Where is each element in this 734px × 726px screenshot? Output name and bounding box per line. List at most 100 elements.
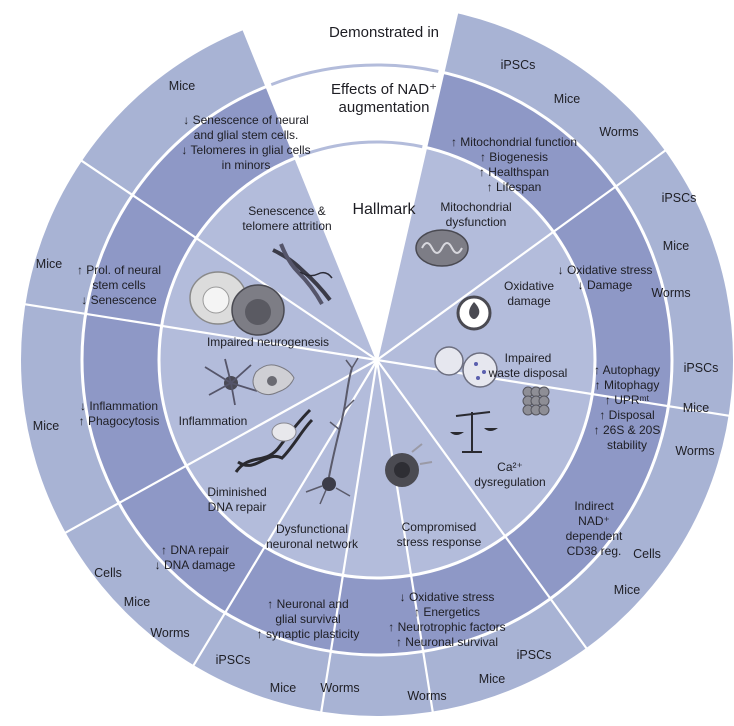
model-label: iPSCs (517, 648, 552, 662)
effect-label: ↑ Neurotrophic factors (388, 620, 505, 634)
sector-divider-line (21, 302, 378, 362)
effect-label: dependent (566, 529, 623, 543)
effect-label: glial survival (275, 612, 340, 626)
model-label: Worms (407, 689, 446, 703)
balance-scale-icon (450, 411, 498, 453)
effect-label: ↓ Inflammation (80, 399, 158, 413)
effect-label: ↑ Neuronal and (267, 597, 348, 611)
effect-label: CD38 reg. (567, 544, 622, 558)
effect-label: ↑ Phagocytosis (79, 414, 160, 428)
effect-label: ↑ DNA repair (161, 543, 229, 557)
sector-divider-line (190, 359, 378, 670)
lysosome-icon (434, 346, 498, 388)
model-label: iPSCs (662, 191, 697, 205)
effect-label: ↓ DNA damage (155, 558, 236, 572)
hallmark-label: Impaired (505, 351, 552, 365)
hallmark-label: Senescence & (248, 204, 325, 218)
sector-dividers (21, 8, 733, 716)
sector-divider-line (319, 359, 379, 716)
model-label: Mice (479, 672, 505, 686)
sector-6: Ca²⁺dysregulationIndirectNAD⁺dependentCD… (474, 460, 661, 597)
effect-label: stability (607, 438, 647, 452)
model-label: Mice (33, 419, 59, 433)
hallmark-label: neuronal network (266, 537, 359, 551)
proteasome-icon (522, 386, 550, 416)
effect-label: Indirect (574, 499, 614, 513)
model-label: Mice (683, 401, 709, 415)
sector-divider-line (241, 25, 379, 361)
sector-2: Inflammation↓ Inflammation↑ Phagocytosis… (33, 399, 248, 433)
neuron-icon (305, 357, 359, 505)
hallmark-label: Dysfunctional (276, 522, 348, 536)
sector-divider-line (375, 8, 460, 361)
effect-label: ↑ UPRᵐᵗ (605, 393, 650, 407)
effect-label: NAD⁺ (578, 514, 610, 528)
effect-label: ↑ 26S & 20S (594, 423, 661, 437)
sector-divider-line (77, 157, 378, 361)
hallmark-label: dysregulation (474, 475, 545, 489)
hallmark-label: Oxidative (504, 279, 554, 293)
flame-hazard-icon (456, 295, 492, 331)
inner-ring-title: Hallmark (352, 201, 416, 218)
outer-ring-title: Demonstrated in (329, 24, 439, 41)
effect-label: ↓ Damage (578, 278, 633, 292)
hallmark-icons (189, 229, 550, 505)
model-label: Mice (169, 79, 195, 93)
hallmark-label: stress response (397, 535, 482, 549)
model-label: Worms (150, 626, 189, 640)
model-label: Mice (663, 239, 689, 253)
header-wedge (242, 0, 458, 360)
sector-0: Senescence &telomere attrition ↓ Senescen… (169, 79, 332, 233)
effect-label: ↑ Mitochondrial function (451, 135, 577, 149)
hallmark-label: Compromised (402, 520, 477, 534)
model-label: iPSCs (501, 58, 536, 72)
effect-label: ↓ Telomeres in glial cells (181, 143, 310, 157)
middle-ring-title-line2: augmentation (339, 99, 430, 116)
sector-1: Impaired neurogenesis ↑ Prol. of neuralst… (36, 257, 329, 349)
hallmark-label: telomere attrition (242, 219, 331, 233)
sector-divider-line (376, 359, 590, 652)
middle-ring-title-line1: Effects of NAD⁺ (331, 81, 437, 98)
sector-divider-line (376, 358, 733, 418)
model-label: iPSCs (684, 361, 719, 375)
effect-label: stem cells (92, 278, 145, 292)
model-label: Mice (614, 583, 640, 597)
microglia-icon (204, 358, 258, 406)
chromosome-icon (272, 243, 333, 305)
hallmark-label: Impaired neurogenesis (207, 335, 329, 349)
sector-labels: Senescence &telomere attrition ↓ Senescen… (33, 58, 719, 703)
effect-label: ↑ Lifespan (487, 180, 542, 194)
effect-label: ↑ synaptic plasticity (257, 627, 360, 641)
effect-label: ↓ Senescence (81, 293, 157, 307)
hallmark-label: Ca²⁺ (497, 460, 523, 474)
wheel-header: Demonstrated in Effects of NAD⁺ augmenta… (329, 24, 439, 218)
model-label: Mice (124, 595, 150, 609)
hallmark-label: damage (507, 294, 551, 308)
effect-label: ↑ Biogenesis (480, 150, 548, 164)
effect-label: ↑ Autophagy (594, 363, 660, 377)
effect-label: ↑ Prol. of neural (77, 263, 161, 277)
effect-label: ↓ Oxidative stress (558, 263, 653, 277)
effect-label: ↓ Oxidative stress (400, 590, 495, 604)
hallmark-label: DNA repair (208, 500, 267, 514)
effect-label: ↑ Disposal (599, 408, 654, 422)
macrophage-icon (252, 364, 295, 396)
effect-label: in minors (222, 158, 271, 172)
effect-label: ↓ Senescence of neural (183, 113, 308, 127)
hallmark-label: Diminished (207, 485, 266, 499)
dna-helix-icon (234, 408, 314, 473)
hallmark-label: dysfunction (446, 215, 507, 229)
model-label: Mice (36, 257, 62, 271)
model-label: Worms (651, 286, 690, 300)
header-ring-arc (298, 140, 423, 158)
sector-divider-line (61, 359, 378, 536)
model-label: Mice (554, 92, 580, 106)
mitochondrion-icon (415, 229, 469, 267)
sector-divider-line (376, 147, 669, 361)
